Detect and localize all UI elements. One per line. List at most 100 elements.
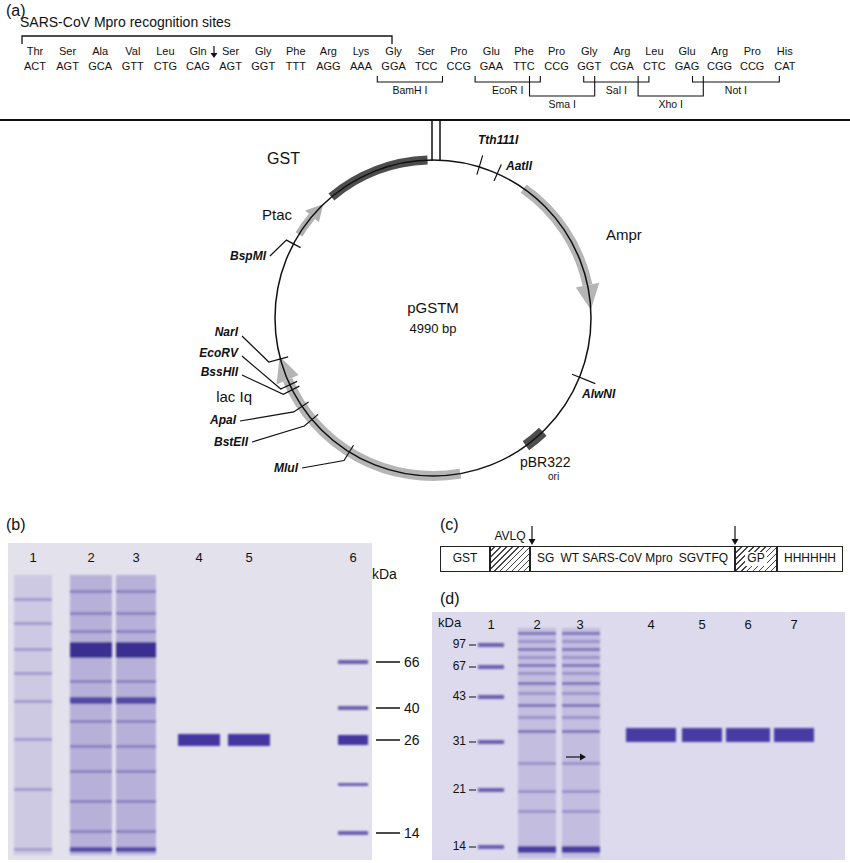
plasmid-feature: Ampr <box>606 226 642 243</box>
amino-acid: His <box>777 45 793 58</box>
plasmid-outline <box>275 160 591 476</box>
plasmid-feature: MluI <box>274 462 298 476</box>
laci-arc <box>288 380 461 476</box>
tick-line <box>252 414 318 442</box>
lane-smear <box>70 575 112 855</box>
amino-acid: Thr <box>27 45 44 58</box>
restriction-site: Not I <box>725 84 747 96</box>
restriction-site: Sma I <box>548 98 575 110</box>
construct-text: GST <box>453 552 478 566</box>
amino-acid: Ser <box>59 45 76 58</box>
product-band <box>626 728 814 742</box>
gst-arc <box>331 160 427 197</box>
lane-number: 1 <box>29 551 36 566</box>
tick-line <box>477 155 483 174</box>
amino-acid: Phe <box>286 45 306 58</box>
amino-acid: Pro <box>548 45 565 58</box>
site-bracket <box>22 36 392 44</box>
codon: GCA <box>88 60 112 73</box>
plasmid-feature: Tth111I <box>478 134 518 148</box>
plasmid-feature: Ptac <box>262 206 292 223</box>
amino-acid: Pro <box>744 45 761 58</box>
codon: TTT <box>286 60 306 73</box>
cleavage-arrowhead <box>211 53 218 58</box>
amino-acid: Arg <box>320 45 337 58</box>
construct-text: SG <box>537 552 554 566</box>
fusion-band <box>70 642 156 658</box>
codon: CGA <box>610 60 634 73</box>
lane-smear <box>518 628 556 858</box>
site-ticks <box>240 155 595 468</box>
amino-acid: Phe <box>514 45 534 58</box>
unit-label: kDa <box>372 566 397 582</box>
amino-acid: Pro <box>450 45 467 58</box>
codon: GTT <box>122 60 144 73</box>
codon: GAA <box>480 60 503 73</box>
plasmid-feature: BstEII <box>214 436 248 450</box>
tick-line <box>242 336 288 362</box>
tick-line <box>302 445 354 468</box>
codon: CAT <box>774 60 795 73</box>
amino-acid: Arg <box>613 45 630 58</box>
plasmid-feature: EcoRV <box>199 347 238 361</box>
codon: CCG <box>740 60 764 73</box>
amino-acid: Leu <box>645 45 663 58</box>
lane-number: 2 <box>87 551 94 566</box>
lane-smear <box>116 575 156 855</box>
band-arrowhead <box>580 754 586 761</box>
cleavage-arrow <box>213 46 214 54</box>
amino-acid: Glu <box>483 45 500 58</box>
insert-lines <box>432 120 440 161</box>
amino-acid: Lys <box>353 45 370 58</box>
marker-size: 43 <box>453 690 466 704</box>
lane-smear <box>14 575 52 855</box>
marker-size: 97 <box>453 638 466 652</box>
tick-line <box>270 240 301 256</box>
lane-number: 3 <box>132 551 139 566</box>
region-title: SARS-CoV Mpro recognition sites <box>20 14 231 30</box>
codon: CGG <box>707 60 732 73</box>
amino-acid: Ser <box>418 45 435 58</box>
amp-arc <box>524 189 588 286</box>
lane-number: 4 <box>647 618 654 633</box>
marker-size: 66 <box>404 654 420 670</box>
lane-number: 7 <box>790 618 797 633</box>
amino-acid: Gln <box>189 45 206 58</box>
codon: AAA <box>350 60 372 73</box>
amino-acid: Gly <box>255 45 272 58</box>
lane-number: 6 <box>744 618 751 633</box>
plasmid-ring <box>275 160 591 476</box>
restriction-site: EcoR I <box>492 84 524 96</box>
gel-background <box>8 543 372 860</box>
marker-size: 67 <box>453 660 466 674</box>
amino-acid: Arg <box>711 45 728 58</box>
construct-text: AVLQ <box>494 530 525 544</box>
protein-band <box>70 590 156 833</box>
panel-label: (b) <box>6 516 26 534</box>
restriction-site: Sal I <box>606 84 627 96</box>
plasmid-name: pGSTM <box>407 299 459 316</box>
codon: CTC <box>643 60 666 73</box>
gel-background <box>432 612 845 860</box>
protein-band <box>14 598 52 851</box>
codon: GGA <box>381 60 405 73</box>
cut-arrowhead <box>529 539 536 545</box>
construct-box: HHHHHH <box>777 546 843 572</box>
panel-label: (c) <box>440 516 459 534</box>
plasmid-feature: ApaI <box>210 414 236 428</box>
linker-box: AVLQ <box>490 546 530 572</box>
marker-tick <box>376 662 400 833</box>
plasmid-feature: BssHII <box>201 366 238 380</box>
codon: GGT <box>251 60 275 73</box>
cut-arrowhead <box>732 539 739 545</box>
amino-acid: Leu <box>156 45 174 58</box>
marker-tick <box>469 645 476 847</box>
cut-arrow <box>734 526 735 540</box>
plasmid-feature: NarI <box>215 326 238 340</box>
divider-line <box>0 119 850 121</box>
band-arrow <box>566 756 581 757</box>
marker-size: 21 <box>453 783 466 797</box>
codon: AGG <box>316 60 340 73</box>
